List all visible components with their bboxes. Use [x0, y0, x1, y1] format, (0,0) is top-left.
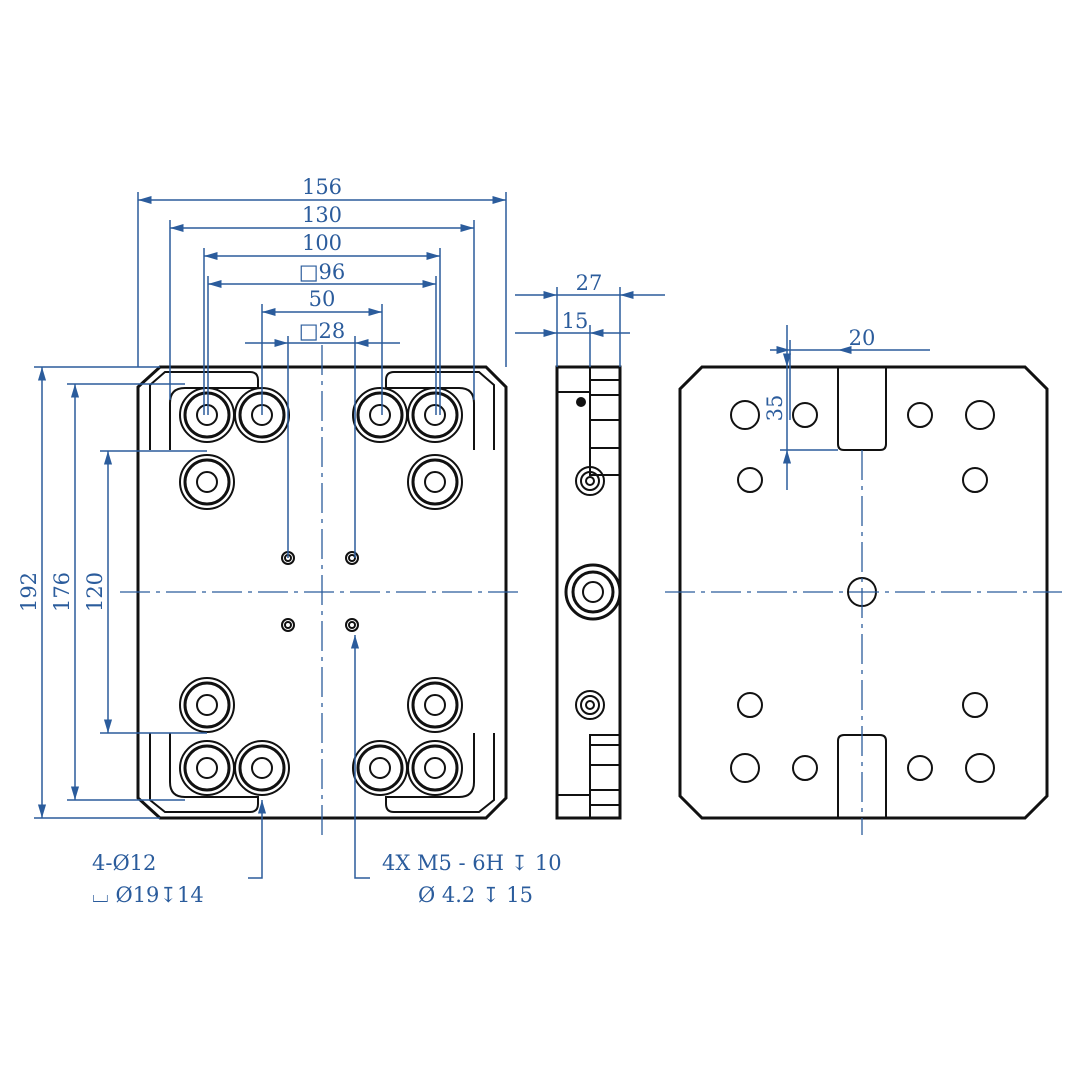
dim-156: 156	[302, 175, 342, 199]
threaded-hole	[281, 618, 295, 632]
rear-hole	[907, 402, 933, 428]
threaded-hole-core	[348, 621, 356, 629]
threaded-hole-core	[284, 621, 292, 629]
counterbore-outer	[407, 740, 463, 796]
rear-hole	[792, 755, 818, 781]
through-hole	[196, 694, 218, 716]
threaded-hole	[345, 551, 359, 565]
slot-top	[837, 367, 887, 451]
rear-view: 20 35	[665, 325, 1062, 835]
counterbore-hole	[356, 391, 404, 439]
counterbore-hole	[411, 744, 459, 792]
counterbore-outer	[179, 387, 235, 443]
callout-counterbore-line2: ⌴ Ø19↧14	[92, 883, 204, 907]
counterbore-outer	[179, 677, 235, 733]
rear-hole	[792, 402, 818, 428]
threaded-hole-core	[348, 554, 356, 562]
callout-thread-line1: 4X M5 - 6H ↧ 10	[382, 851, 562, 875]
rear-plate-outline	[678, 365, 1049, 820]
counterbore-hole	[356, 744, 404, 792]
dim-100: 100	[302, 231, 342, 255]
leader-thread	[350, 635, 370, 879]
counterbore-outer	[407, 387, 463, 443]
dim-15: 15	[562, 309, 589, 333]
counterbore-hole	[411, 391, 459, 439]
through-hole	[196, 404, 218, 426]
callout-thread-line2: Ø 4.2 ↧ 15	[418, 883, 533, 907]
rear-hole	[965, 753, 995, 783]
through-hole	[251, 757, 273, 779]
counterbore-outer	[179, 454, 235, 510]
counterbore-hole	[238, 744, 286, 792]
dim-square-28: □28	[299, 319, 346, 343]
dim-130: 130	[302, 203, 342, 227]
dim-square-96: □96	[299, 260, 346, 284]
dim-176: 176	[50, 572, 74, 612]
rear-hole	[962, 692, 988, 718]
corner-pocket-top-right	[385, 371, 495, 450]
front-view	[120, 345, 522, 838]
dim-120: 120	[83, 572, 107, 612]
corner-pocket-top-left	[149, 371, 259, 450]
counterbore-hole	[183, 391, 231, 439]
leader-counterbore	[248, 800, 267, 879]
counterbore-hole	[411, 458, 459, 506]
counterbore-hole	[183, 744, 231, 792]
counterbore-hole	[411, 681, 459, 729]
counterbore-outer	[179, 740, 235, 796]
rear-hole	[730, 400, 760, 430]
front-dimensions: 156 130 100 □96 50 □28 192 176 120 4-Ø12…	[17, 175, 562, 907]
counterbore-outer	[407, 454, 463, 510]
rear-hole	[965, 400, 995, 430]
rear-hole	[907, 755, 933, 781]
callout-counterbore-line1: 4-Ø12	[92, 851, 156, 875]
counterbore-outer	[407, 677, 463, 733]
through-hole	[369, 404, 391, 426]
dim-192: 192	[17, 572, 41, 612]
rear-hole	[737, 692, 763, 718]
side-logo-dot	[576, 397, 586, 407]
counterbore-outer	[352, 387, 408, 443]
side-view: 27 15	[515, 271, 665, 820]
counterbore-outer	[352, 740, 408, 796]
rear-hole	[737, 467, 763, 493]
rear-hole	[730, 753, 760, 783]
counterbore-outer	[234, 740, 290, 796]
through-hole	[196, 471, 218, 493]
dim-20: 20	[849, 326, 876, 350]
through-hole	[424, 757, 446, 779]
rear-hole	[962, 467, 988, 493]
counterbore-hole	[183, 681, 231, 729]
through-hole	[196, 757, 218, 779]
dim-35: 35	[763, 395, 787, 422]
counterbore-hole	[183, 458, 231, 506]
through-hole	[424, 471, 446, 493]
through-hole	[424, 694, 446, 716]
threaded-hole	[345, 618, 359, 632]
through-hole	[424, 404, 446, 426]
through-hole	[369, 757, 391, 779]
dim-50: 50	[309, 287, 336, 311]
corner-pocket-bottom-right	[385, 733, 495, 813]
dim-27: 27	[576, 271, 603, 295]
front-plate-outline	[136, 365, 508, 820]
